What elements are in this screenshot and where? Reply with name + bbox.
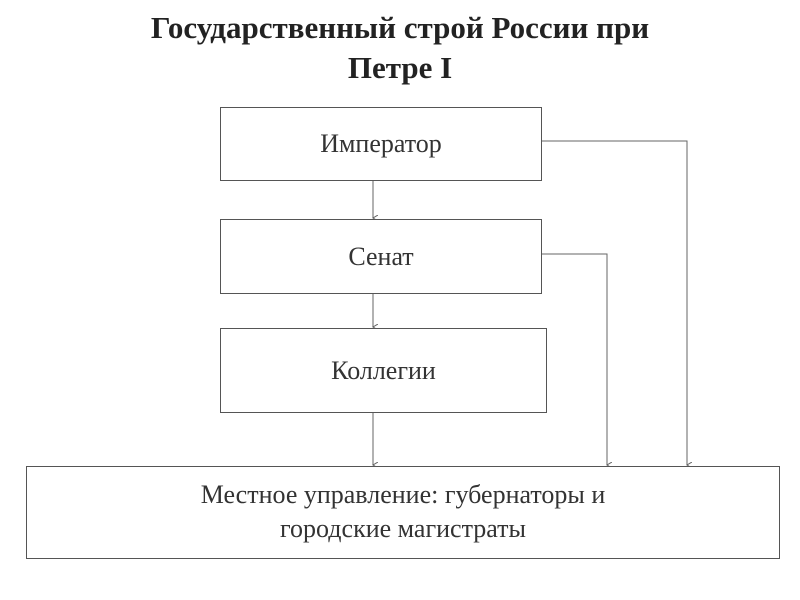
node-emperor-label: Император xyxy=(320,129,442,158)
title-line-1: Государственный строй России при xyxy=(150,10,650,45)
node-local-government: Местное управление: губернаторы и городс… xyxy=(26,466,780,559)
node-emperor: Император xyxy=(220,107,542,181)
node-senate: Сенат xyxy=(220,219,542,294)
node-local-label: Местное управление: губернаторы и городс… xyxy=(201,478,606,546)
node-collegia: Коллегии xyxy=(220,328,547,413)
arrow-emperor-to-local xyxy=(542,140,687,465)
diagram-title: Государственный строй России при Петре I xyxy=(0,8,800,88)
node-senate-label: Сенат xyxy=(348,241,414,271)
title-line-2: Петре I xyxy=(347,50,453,85)
node-local-label-line-2: городские магистраты xyxy=(280,513,526,543)
arrow-senate-to-local xyxy=(542,253,607,465)
node-local-label-line-1: Местное управление: губернаторы и xyxy=(200,479,606,509)
node-collegia-label: Коллегии xyxy=(331,355,436,385)
